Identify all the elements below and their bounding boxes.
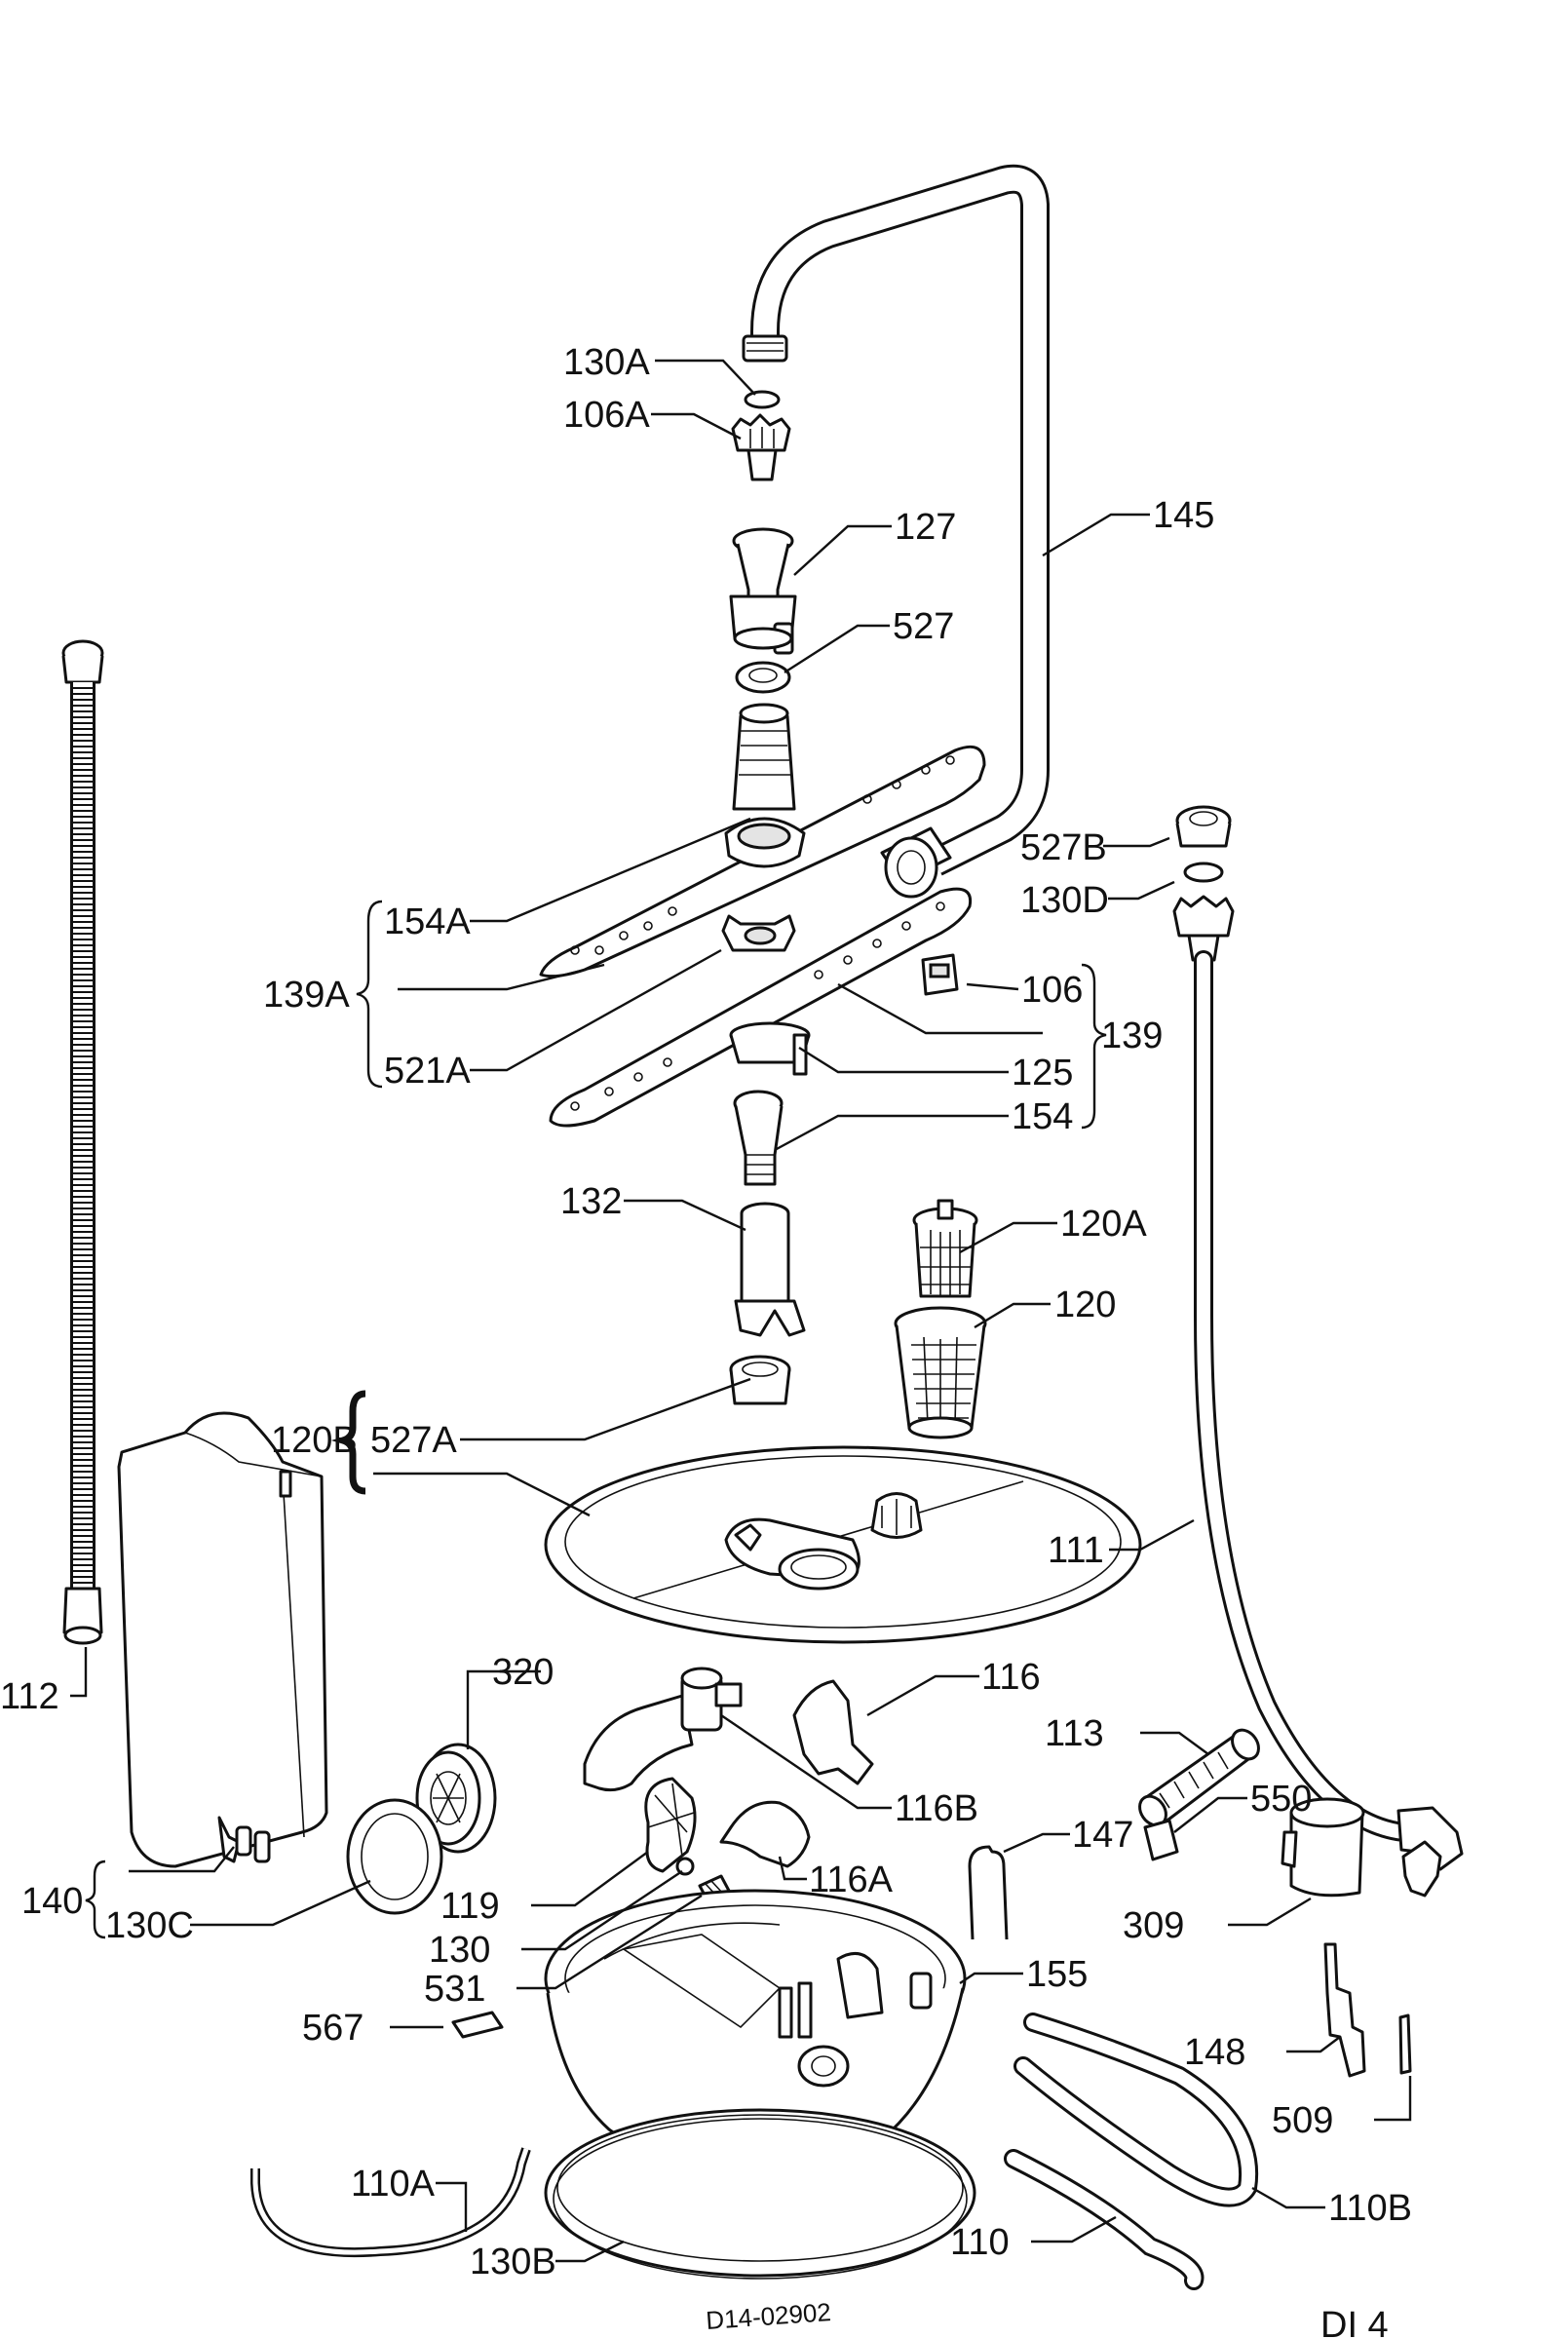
label-527: 527 bbox=[893, 606, 954, 647]
label-139A: 139A bbox=[263, 975, 350, 1016]
water-softener-140 bbox=[117, 1411, 328, 1868]
ring-527 bbox=[735, 661, 791, 694]
leader-lines bbox=[70, 359, 1412, 2263]
label-309: 309 bbox=[1123, 1905, 1184, 1946]
o-ring-130 bbox=[675, 1857, 695, 1876]
arm-support-521A bbox=[721, 914, 796, 952]
brace-139A bbox=[356, 900, 383, 1089]
gasket-130C bbox=[346, 1798, 443, 1915]
label-521A: 521A bbox=[384, 1051, 471, 1092]
label-509: 509 bbox=[1272, 2100, 1333, 2141]
nut-527B bbox=[1175, 805, 1232, 848]
label-110A: 110A bbox=[351, 2164, 436, 2205]
label-116A: 116A bbox=[809, 1860, 894, 1900]
label-120B: 120B bbox=[271, 1420, 358, 1461]
upper-spray-arm-154A bbox=[539, 703, 986, 978]
label-527A: 527A bbox=[370, 1420, 457, 1461]
label-106: 106 bbox=[1021, 970, 1083, 1011]
hose-110B bbox=[1013, 2013, 1259, 2207]
gasket-130B bbox=[544, 2108, 976, 2280]
ring-527A bbox=[729, 1355, 791, 1405]
label-147: 147 bbox=[1072, 1815, 1133, 1856]
upper-spray-tube-145 bbox=[742, 164, 1050, 899]
label-130: 130 bbox=[429, 1930, 490, 1971]
clip-147 bbox=[968, 1845, 1009, 1940]
label-139: 139 bbox=[1101, 1016, 1163, 1056]
label-130A: 130A bbox=[563, 342, 650, 383]
pin-509 bbox=[1398, 2013, 1412, 2075]
label-116B: 116B bbox=[895, 1788, 978, 1829]
label-130C: 130C bbox=[105, 1905, 194, 1946]
label-113: 113 bbox=[1045, 1713, 1104, 1754]
drawing-code: D14-02902 bbox=[705, 2297, 831, 2335]
label-116: 116 bbox=[981, 1657, 1041, 1698]
tube-113 bbox=[1138, 1728, 1260, 1827]
label-106A: 106A bbox=[563, 395, 650, 436]
micro-filter-120A bbox=[912, 1199, 978, 1298]
elbow-116B bbox=[583, 1667, 743, 1792]
label-130D: 130D bbox=[1020, 880, 1109, 921]
label-550: 550 bbox=[1250, 1779, 1312, 1820]
label-132: 132 bbox=[560, 1181, 622, 1222]
label-154A: 154A bbox=[384, 901, 471, 942]
cover-116 bbox=[792, 1679, 874, 1785]
label-140: 140 bbox=[21, 1881, 83, 1922]
o-ring-130A bbox=[744, 390, 781, 409]
clip-106 bbox=[921, 953, 959, 996]
flap-116A bbox=[719, 1800, 811, 1868]
sheet-id: DI 4 bbox=[1320, 2305, 1389, 2339]
nut-106A bbox=[731, 413, 791, 481]
label-112: 112 bbox=[0, 1676, 59, 1717]
o-ring-130D bbox=[1183, 862, 1224, 883]
label-145: 145 bbox=[1153, 495, 1214, 536]
coarse-filter-120 bbox=[894, 1306, 987, 1439]
bracket-148 bbox=[1323, 1942, 1366, 2078]
label-154: 154 bbox=[1012, 1096, 1073, 1137]
label-320: 320 bbox=[492, 1652, 554, 1693]
hub-125 bbox=[729, 1021, 811, 1076]
label-148: 148 bbox=[1184, 2032, 1245, 2073]
label-120A: 120A bbox=[1060, 1204, 1147, 1245]
label-130B: 130B bbox=[470, 2242, 556, 2282]
inlet-hose-111 bbox=[1172, 895, 1464, 1898]
brace-140 bbox=[85, 1860, 106, 1939]
label-531: 531 bbox=[424, 1969, 485, 2010]
label-111: 111 bbox=[1048, 1530, 1104, 1571]
label-110: 110 bbox=[950, 2222, 1010, 2263]
hose-110 bbox=[1004, 2149, 1205, 2290]
brace-120B bbox=[330, 1390, 366, 1495]
tube-132 bbox=[734, 1202, 806, 1337]
label-120: 120 bbox=[1054, 1285, 1116, 1325]
cap-550 bbox=[1143, 1819, 1179, 1861]
label-119: 119 bbox=[440, 1886, 500, 1927]
label-127: 127 bbox=[895, 507, 956, 548]
shaft-154 bbox=[733, 1090, 784, 1186]
label-110B: 110B bbox=[1328, 2188, 1412, 2229]
strainer-plate-120B bbox=[544, 1445, 1142, 1644]
flexible-hose-112 bbox=[61, 639, 104, 1645]
brace-139 bbox=[1081, 963, 1107, 1130]
label-155: 155 bbox=[1026, 1954, 1088, 1995]
impeller-119 bbox=[644, 1777, 697, 1873]
label-527B: 527B bbox=[1020, 827, 1107, 868]
cap-309 bbox=[1281, 1797, 1365, 1898]
label-125: 125 bbox=[1012, 1053, 1073, 1093]
part-labels: 130A 106A 127 145 527 527B 130D 154A 139… bbox=[0, 342, 1412, 2339]
connector-127 bbox=[729, 527, 797, 655]
lower-spray-arm-139 bbox=[549, 887, 973, 1128]
label-567: 567 bbox=[302, 2008, 363, 2049]
clip-567 bbox=[451, 2011, 504, 2039]
